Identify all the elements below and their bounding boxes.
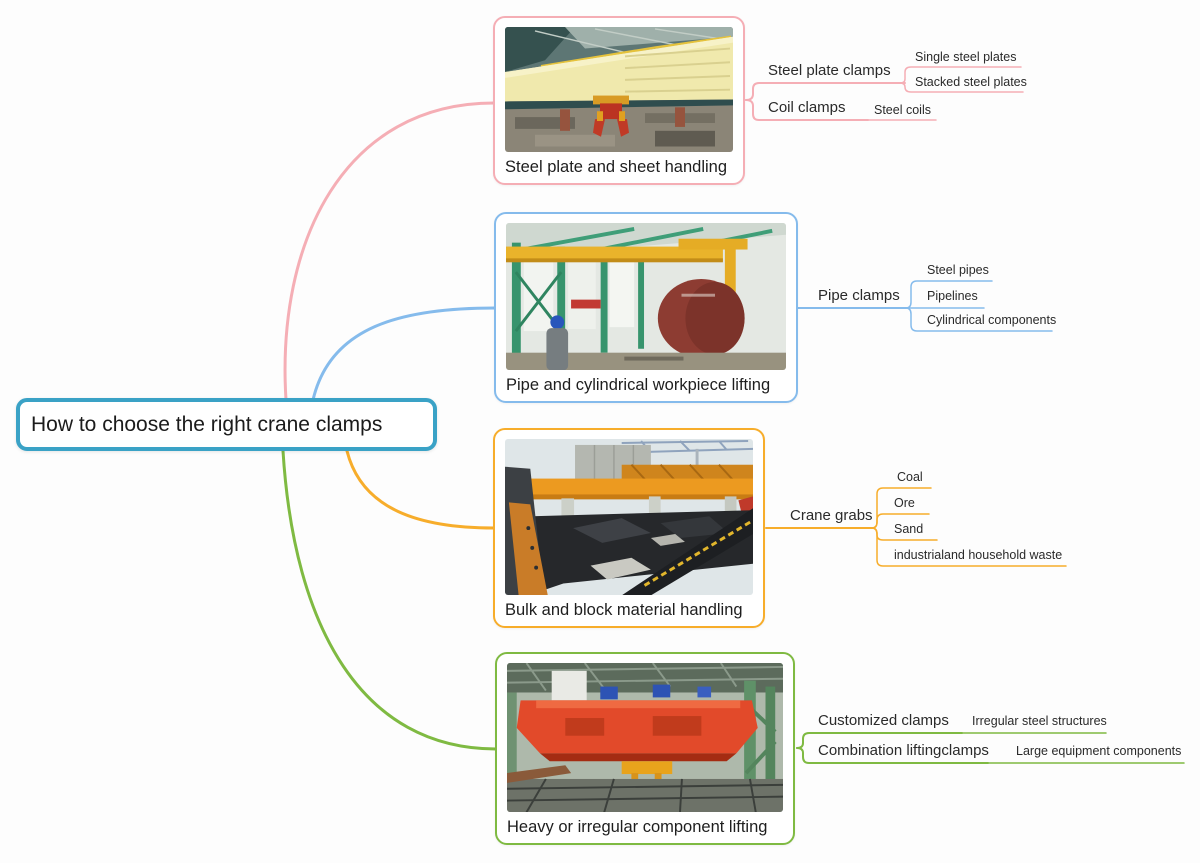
topic-industrial-waste[interactable]: industrialand household waste <box>894 548 1063 562</box>
branch-1-connectors <box>283 66 1024 402</box>
bulk-handling-image <box>505 439 753 596</box>
pipe-lifting-image <box>506 223 786 371</box>
branch-card-bulk-handling[interactable]: Bulk and block material handling <box>493 428 765 628</box>
branch-card-heavy-lifting[interactable]: Heavy or irregular component lifting <box>495 652 795 845</box>
topic-stacked-steel-plates[interactable]: Stacked steel plates <box>915 75 1027 89</box>
topic-steel-coils[interactable]: Steel coils <box>874 103 931 117</box>
branch-2-label: Pipe and cylindrical workpiece lifting <box>506 376 771 395</box>
branch-2-connectors <box>311 280 1053 402</box>
branch-card-steel-plate-handling[interactable]: Steel plate and sheet handling <box>493 16 745 185</box>
branch-card-pipe-lifting[interactable]: Pipe and cylindrical workpiece lifting <box>494 212 798 403</box>
branch-4-connectors <box>281 449 1185 764</box>
topic-combination-liftingclamps[interactable]: Combination liftingclamps <box>818 742 989 759</box>
topic-pipelines[interactable]: Pipelines <box>927 289 978 303</box>
heavy-lifting-image <box>507 663 783 813</box>
topic-coil-clamps[interactable]: Coil clamps <box>768 99 846 116</box>
topic-large-equipment-components[interactable]: Large equipment components <box>1016 744 1182 758</box>
branch-1-label: Steel plate and sheet handling <box>505 158 728 177</box>
branch-3-connectors <box>345 449 1067 567</box>
topic-coal[interactable]: Coal <box>897 470 923 484</box>
topic-ore[interactable]: Ore <box>894 496 915 510</box>
branch-3-label: Bulk and block material handling <box>505 601 743 620</box>
topic-steel-pipes[interactable]: Steel pipes <box>927 263 989 277</box>
topic-single-steel-plates[interactable]: Single steel plates <box>915 50 1017 64</box>
branch-4-label: Heavy or irregular component lifting <box>507 818 768 837</box>
topic-crane-grabs[interactable]: Crane grabs <box>790 507 873 524</box>
topic-steel-plate-clamps[interactable]: Steel plate clamps <box>768 62 891 79</box>
root-topic[interactable]: How to choose the right crane clamps <box>16 398 437 451</box>
topic-irregular-steel-structures[interactable]: Irregular steel structures <box>972 714 1107 728</box>
topic-cylindrical-components[interactable]: Cylindrical components <box>927 313 1057 327</box>
steel-plate-handling-image <box>505 27 733 153</box>
topic-pipe-clamps[interactable]: Pipe clamps <box>818 287 900 304</box>
topic-sand[interactable]: Sand <box>894 522 924 536</box>
topic-customized-clamps[interactable]: Customized clamps <box>818 712 949 729</box>
